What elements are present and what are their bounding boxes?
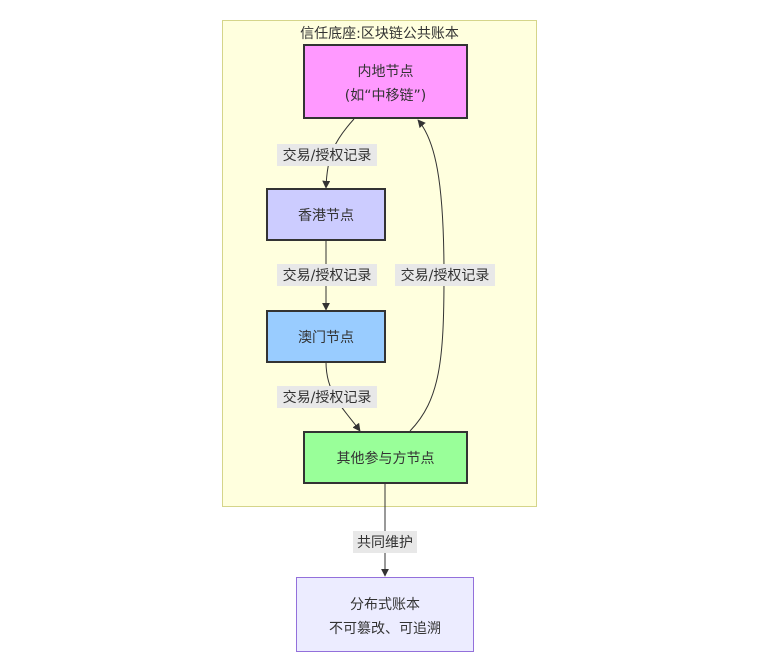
node-mainland[interactable]: 内地节点 (如“中移链”) [303, 44, 468, 119]
node-macau-label: 澳门节点 [298, 330, 354, 346]
edge-label-macau-others: 交易/授权记录 [277, 386, 377, 408]
node-ledger[interactable]: 分布式账本 不可篡改、可追溯 [296, 577, 474, 652]
node-macau[interactable]: 澳门节点 [266, 310, 386, 363]
node-others-label: 其他参与方节点 [337, 450, 435, 467]
svg-text:交易/授权记录: 交易/授权记录 [401, 267, 490, 284]
svg-text:交易/授权记录: 交易/授权记录 [283, 147, 372, 164]
edge-label-hongkong-macau: 交易/授权记录 [277, 264, 377, 286]
edge-label-others-ledger: 共同维护 [353, 531, 417, 553]
cluster-title: 信任底座:区块链公共账本 [300, 26, 459, 42]
svg-text:共同维护: 共同维护 [357, 535, 413, 551]
node-mainland-line-2: (如“中移链”) [345, 88, 426, 104]
node-others[interactable]: 其他参与方节点 [303, 431, 468, 484]
node-ledger-line-1: 分布式账本 [350, 597, 420, 613]
svg-text:交易/授权记录: 交易/授权记录 [283, 389, 372, 406]
svg-text:交易/授权记录: 交易/授权记录 [283, 267, 372, 284]
node-hongkong[interactable]: 香港节点 [266, 188, 386, 241]
edge-label-mainland-hongkong: 交易/授权记录 [277, 144, 377, 166]
node-ledger-line-2: 不可篡改、可追溯 [329, 620, 441, 637]
node-hongkong-label: 香港节点 [298, 208, 354, 224]
node-mainland-line-1: 内地节点 [358, 64, 414, 80]
edge-label-others-mainland: 交易/授权记录 [395, 264, 495, 286]
